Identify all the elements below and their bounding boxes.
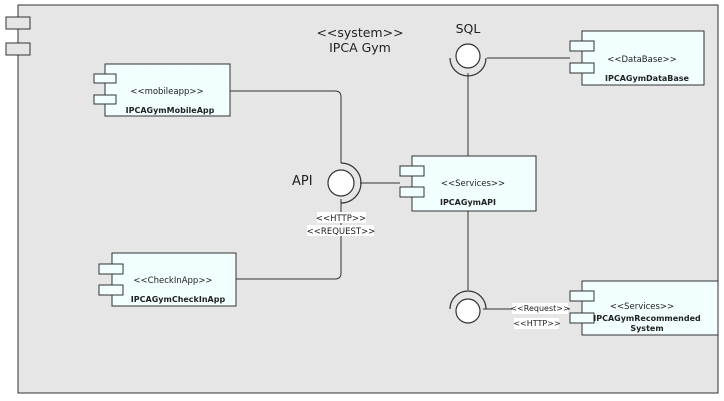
checkin-name: IPCAGymCheckInApp — [131, 295, 226, 304]
component-mobile-app[interactable]: <<mobileapp>> IPCAGymMobileApp — [93, 63, 231, 117]
component-recommended-system[interactable]: <<Services>> IPCAGymRecommended System — [569, 280, 719, 336]
database-stereotype: <<DataBase>> — [607, 55, 676, 65]
sql-interface-label: SQL — [456, 21, 481, 36]
recommend-stereo-bg2 — [514, 318, 559, 329]
recommended-name-line1: IPCAGymRecommended — [593, 314, 701, 323]
component-port-icon — [98, 284, 124, 296]
checkin-to-api-connector — [236, 199, 342, 280]
api-stereo-bg2 — [307, 225, 374, 236]
sql-interface[interactable] — [449, 43, 487, 77]
component-port-icon — [569, 312, 595, 324]
component-port-icon — [569, 62, 595, 74]
system-stereotype: <<system>> — [316, 25, 403, 40]
checkin-stereotype: <<CheckInApp>> — [133, 276, 212, 286]
sql-socket — [449, 57, 487, 77]
api-stereo-bg — [317, 212, 366, 223]
component-database[interactable]: <<DataBase>> IPCAGymDataBase — [569, 30, 705, 86]
system-port-top — [5, 16, 31, 30]
recommend-stereotype-http: <<HTTP>> — [513, 319, 560, 328]
system-port-bottom — [5, 42, 31, 56]
recommend-stereo-bg — [512, 303, 568, 314]
api-interface[interactable] — [327, 162, 362, 204]
component-port-icon — [569, 40, 595, 52]
api-stereotype-request: <<REQUEST>> — [307, 227, 376, 237]
recommended-name-line2: System — [630, 324, 663, 333]
component-api[interactable]: <<Services>> IPCAGymAPI — [399, 155, 537, 212]
api-lollipop — [327, 169, 355, 197]
component-port-icon — [98, 263, 124, 275]
mobile-stereotype: <<mobileapp>> — [130, 87, 203, 97]
api-interface-label: API — [292, 174, 313, 189]
recommended-stereotype: <<Services>> — [610, 302, 674, 312]
recommend-socket — [449, 290, 487, 310]
component-port-icon — [399, 186, 425, 198]
system-name: IPCA Gym — [329, 40, 391, 55]
api-socket — [340, 162, 362, 204]
api-stereotype-http: <<HTTP>> — [316, 214, 366, 224]
sql-lollipop — [455, 43, 481, 69]
mobile-name: IPCAGymMobileApp — [126, 106, 215, 115]
database-name: IPCAGymDataBase — [605, 74, 690, 83]
api-stereotype: <<Services>> — [441, 179, 505, 189]
component-checkin-app[interactable]: <<CheckInApp>> IPCAGymCheckInApp — [98, 252, 237, 307]
component-port-icon — [569, 290, 595, 302]
component-port-icon — [93, 73, 117, 84]
mobile-to-api-connector — [230, 90, 342, 163]
component-port-icon — [399, 165, 425, 177]
recommend-interface[interactable] — [449, 290, 487, 324]
component-port-icon — [93, 94, 117, 105]
api-name: IPCAGymAPI — [440, 198, 496, 207]
recommend-stereotype-request: <<Request>> — [510, 304, 569, 313]
recommend-lollipop — [455, 298, 481, 324]
